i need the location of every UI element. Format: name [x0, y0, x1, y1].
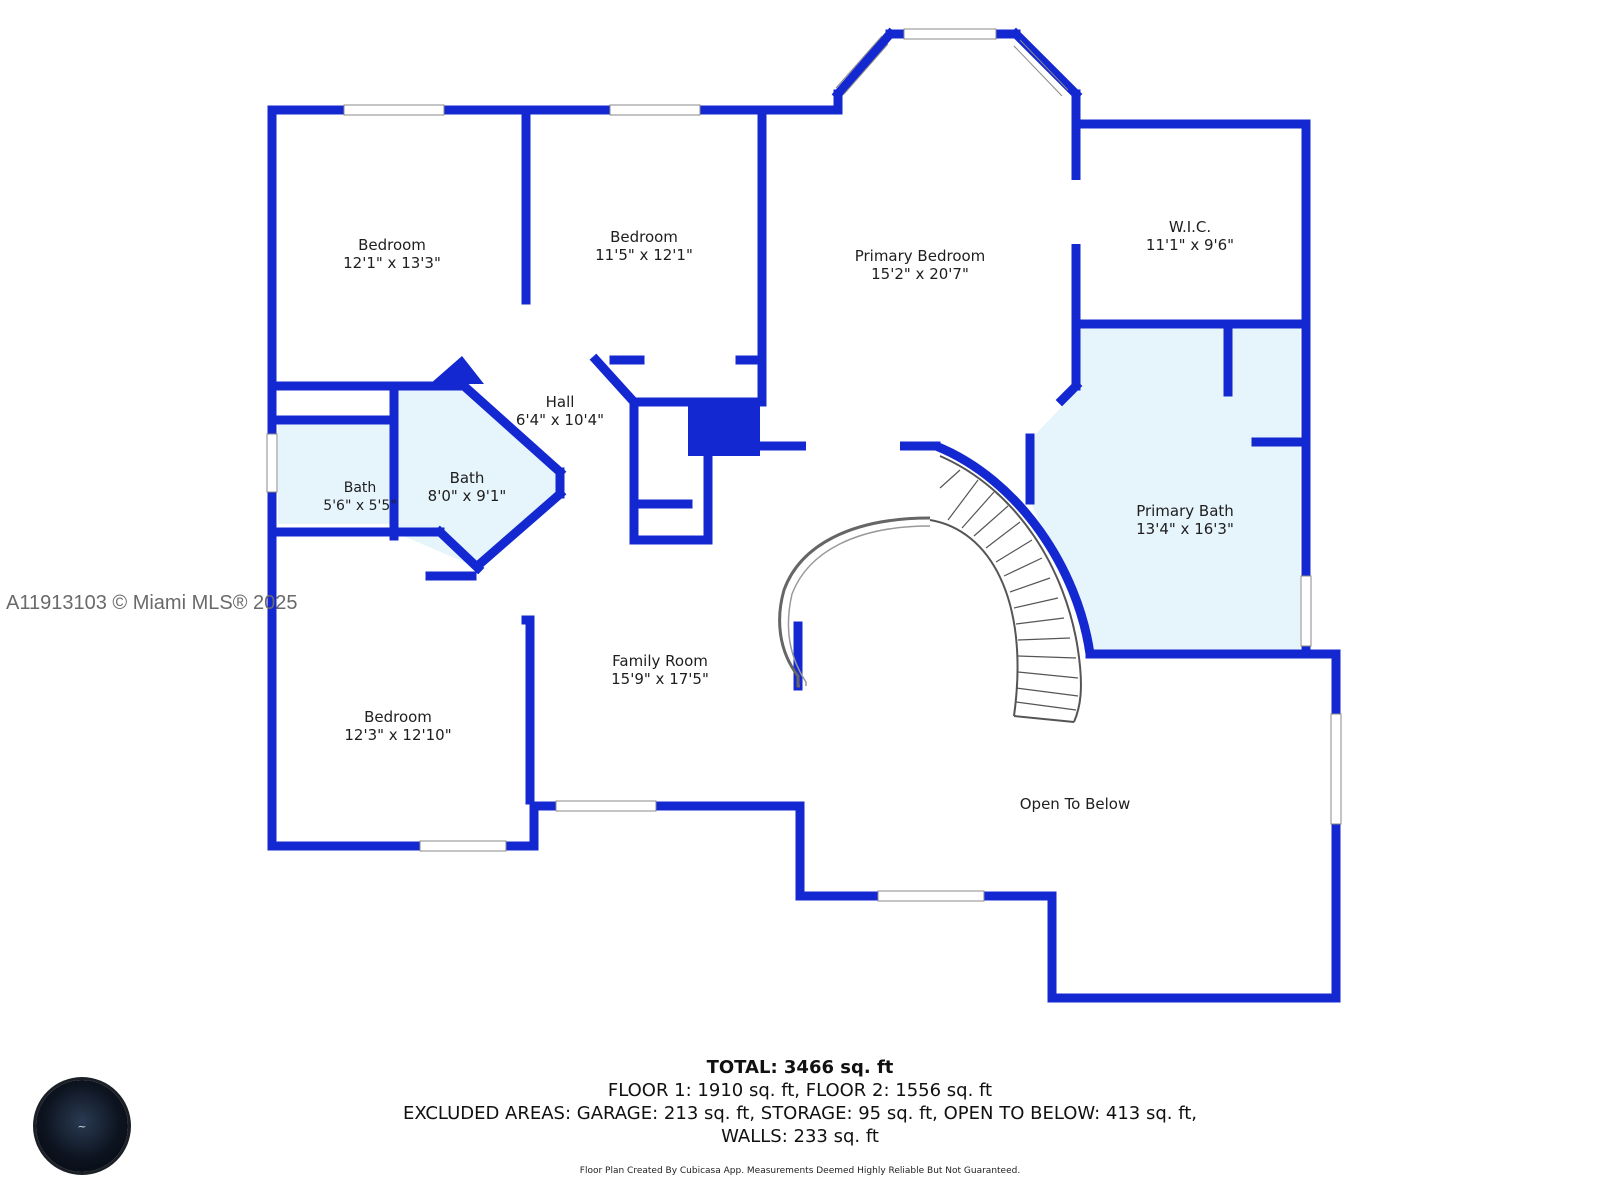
room-dims: 5'6" x 5'5" [323, 498, 397, 514]
room-hall: Hall 6'4" x 10'4" [500, 393, 620, 429]
room-name: Primary Bedroom [854, 247, 986, 265]
room-dims: 11'5" x 12'1" [595, 246, 693, 264]
door-openings [806, 180, 1082, 451]
wall-area: WALLS: 233 sq. ft [721, 1126, 879, 1147]
room-name: Bedroom [610, 228, 678, 246]
room-dims: 8'0" x 9'1" [427, 487, 507, 505]
excluded-areas: EXCLUDED AREAS: GARAGE: 213 sq. ft, STOR… [402, 1103, 1198, 1124]
room-name: Hall [545, 393, 575, 411]
room-dims: 13'4" x 16'3" [1136, 520, 1234, 538]
room-dims: 11'1" x 9'6" [1145, 236, 1235, 254]
room-name: Bedroom [358, 236, 426, 254]
room-name: Primary Bath [1136, 502, 1234, 520]
bay-windows [835, 35, 1069, 97]
bath-small-fill [278, 420, 390, 524]
room-name: W.I.C. [1168, 218, 1212, 236]
room-dims: 15'2" x 20'7" [871, 265, 969, 283]
room-bedroom-3: Bedroom 12'3" x 12'10" [328, 708, 468, 744]
photographer-logo: ~ [36, 1080, 128, 1172]
wall-solids [430, 356, 760, 456]
room-primary-bedroom: Primary Bedroom 15'2" x 20'7" [840, 247, 1000, 283]
room-family-room: Family Room 15'9" x 17'5" [590, 652, 730, 688]
primary-bath-fill [1030, 326, 1300, 654]
room-name: Bath [449, 469, 485, 487]
floor-areas: FLOOR 1: 1910 sq. ft, FLOOR 2: 1556 sq. … [607, 1080, 993, 1101]
walls [267, 27, 1341, 1003]
bath-fills [278, 326, 1300, 654]
railing [778, 516, 931, 688]
disclaimer: Floor Plan Created By Cubicasa App. Meas… [579, 1166, 1021, 1176]
room-wic: W.I.C. 11'1" x 9'6" [1120, 218, 1260, 254]
room-bedroom-1: Bedroom 12'1" x 13'3" [322, 236, 462, 272]
room-bath-small: Bath 5'6" x 5'5" [318, 479, 402, 515]
room-dims: 15'9" x 17'5" [611, 670, 709, 688]
room-name: Bath [343, 480, 377, 496]
room-name: Family Room [612, 652, 708, 670]
logo-script: ~ [77, 1119, 87, 1133]
room-name: Open To Below [1019, 795, 1131, 813]
bath-fill [394, 390, 560, 568]
stair-outer-wall [934, 441, 1095, 655]
railing-inner [787, 525, 931, 686]
room-dims: 6'4" x 10'4" [515, 411, 605, 429]
windows [266, 28, 1342, 902]
area-totals: TOTAL: 3466 sq. ft FLOOR 1: 1910 sq. ft,… [0, 1057, 1600, 1148]
room-dims: 12'1" x 13'3" [343, 254, 441, 272]
mls-watermark: A11913103 © Miami MLS® 2025 [6, 592, 298, 614]
staircase [929, 455, 1082, 723]
room-dims: 12'3" x 12'10" [344, 726, 452, 744]
room-primary-bath: Primary Bath 13'4" x 16'3" [1110, 502, 1260, 538]
room-open-to-below: Open To Below [1000, 795, 1150, 813]
room-bedroom-2: Bedroom 11'5" x 12'1" [574, 228, 714, 264]
total-area: TOTAL: 3466 sq. ft [706, 1057, 894, 1078]
room-name: Bedroom [364, 708, 432, 726]
room-bath: Bath 8'0" x 9'1" [412, 469, 522, 505]
